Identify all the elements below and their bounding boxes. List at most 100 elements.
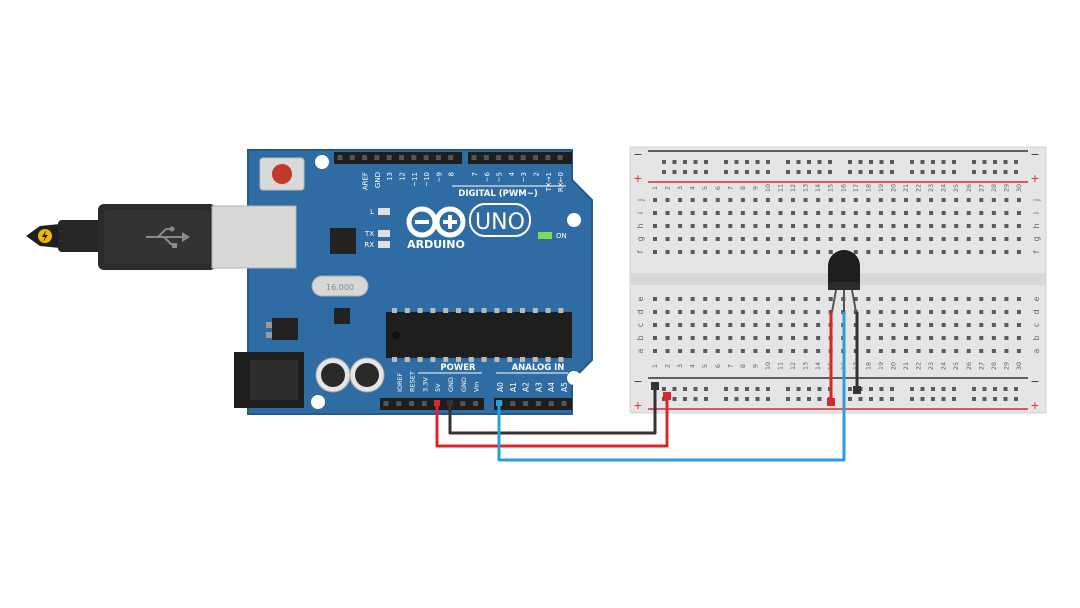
usb-port [211,205,297,269]
row-letter: g [1032,236,1041,241]
row-letter: e [636,296,645,301]
column-number: 1 [651,364,659,368]
crystal-oscillator: 16.000 [311,275,369,297]
column-number: 20 [889,184,897,192]
rail-minus-label: − [1030,148,1039,161]
column-number: 22 [915,184,923,192]
column-number: 4 [689,186,697,190]
column-number: 4 [689,364,697,368]
digital-pin-label: 4 [508,171,516,176]
row-letter: i [636,212,645,214]
column-number: 19 [877,184,885,192]
brand-label: ARDUINO [407,238,465,251]
crystal-label: 16.000 [326,283,354,292]
column-number: 9 [751,364,759,368]
analog-pin-label: A2 [522,382,531,392]
row-letter: d [636,309,645,314]
model-label: UNO [475,210,525,235]
rail-plus-label: + [1030,172,1039,185]
rail-minus-label: − [633,375,642,388]
row-letter: g [636,236,645,241]
column-number: 7 [726,364,734,368]
row-letter: j [1032,199,1041,202]
column-number: 23 [927,184,935,192]
power-pin-label: Vin [473,382,481,392]
power-label: POWER [440,363,476,373]
column-number: 8 [739,186,747,190]
usb-icon [146,226,190,248]
rail-minus-label: − [633,148,642,161]
usb-chip [330,228,356,254]
column-numbers: 1122334455667788991010111112121313141415… [651,184,1023,370]
column-number: 25 [952,184,960,192]
analog-pin-label: A4 [547,382,556,392]
rail-minus-label: − [1030,375,1039,388]
column-number: 11 [777,362,785,370]
led-rx-label: RX [364,241,374,249]
temperature-sensor[interactable] [828,250,860,313]
analog-header[interactable] [494,398,572,410]
row-letter: a [1032,348,1041,353]
mounting-hole [311,395,325,409]
column-number: 3 [676,186,684,190]
wire-a0-blue[interactable] [497,312,846,462]
column-number: 17 [852,184,860,192]
wires[interactable] [434,312,861,462]
analog-pin-label: A0 [496,382,505,392]
column-number: 27 [977,362,985,370]
column-number: 30 [1015,362,1023,370]
column-number: 28 [990,362,998,370]
column-number: 13 [802,184,810,192]
reset-button[interactable] [259,157,305,191]
column-number: 3 [676,364,684,368]
led-l-label: L [370,208,374,216]
column-number: 22 [915,362,923,370]
analog-pin-label: A5 [560,382,569,392]
digital-pin-label: ~5 [496,172,504,182]
power-jack[interactable] [234,352,304,408]
analog-pin-label: A3 [534,382,543,392]
power-pin-label: 5V [434,383,442,392]
column-number: 8 [739,364,747,368]
row-letter: f [1032,250,1041,253]
digital-pin-label: RX←0 [557,172,565,192]
wire-5v-red[interactable] [435,396,669,448]
led-tx: TX [364,230,390,238]
column-number: 28 [990,184,998,192]
led-tx-label: TX [364,230,374,238]
mounting-hole [567,213,581,227]
analog-pin-label: A1 [509,382,518,392]
column-number: 5 [701,186,709,190]
digital-pin-label: ~11 [411,172,419,187]
column-number: 10 [764,184,772,192]
column-number: 29 [1002,362,1010,370]
column-number: 2 [664,186,672,190]
rail-plus-label: + [633,172,642,185]
power-pin-label: GND [460,377,468,392]
wire-gnd-black[interactable] [448,386,657,435]
breadboard-holes [653,160,1021,401]
led-l: L [370,208,390,216]
column-number: 9 [751,186,759,190]
column-number: 6 [714,186,722,190]
column-number: 21 [902,362,910,370]
arduino-board[interactable]: 16.000 ARDUINO UNO L TX [211,149,593,415]
small-chip [334,308,350,324]
column-number: 16 [839,184,847,192]
lightning-icon [38,229,52,243]
column-number: 18 [864,184,872,192]
power-pin-label: IOREF [396,372,404,392]
analog-label: ANALOG IN [512,363,565,373]
column-number: 13 [802,362,810,370]
digital-pin-label: AREF [362,172,370,190]
power-header[interactable] [380,398,484,410]
led-on: ON [538,232,567,240]
digital-header[interactable] [334,152,572,164]
digital-pin-label: TX→1 [545,172,553,192]
column-number: 23 [927,362,935,370]
column-number: 30 [1015,184,1023,192]
column-number: 26 [965,184,973,192]
on-label: ON [556,232,567,240]
